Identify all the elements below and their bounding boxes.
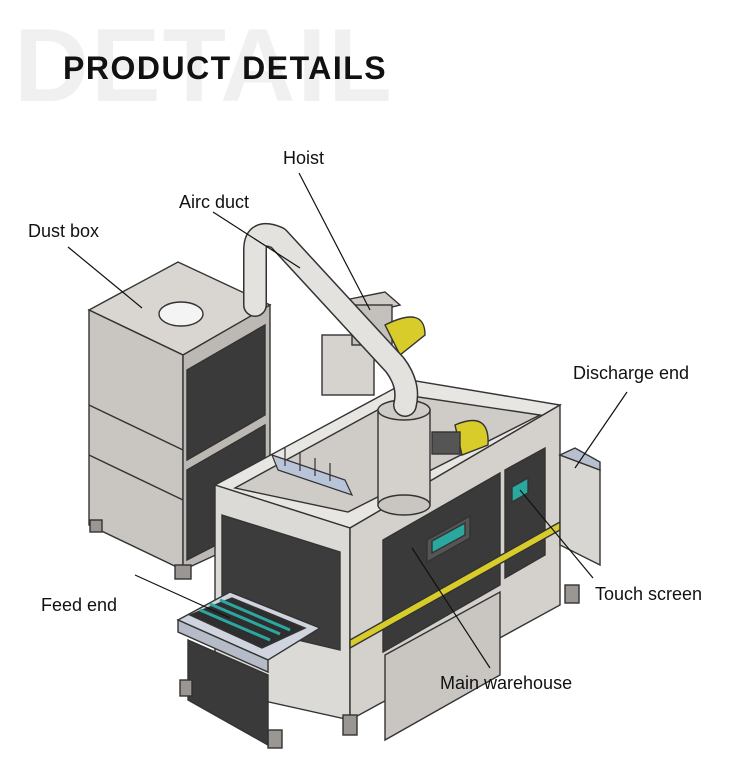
- label-hoist: Hoist: [283, 148, 325, 168]
- label-feed-end: Feed end: [41, 595, 118, 615]
- leader-dust-box: [67, 246, 143, 309]
- leader-hoist: [298, 172, 371, 311]
- page-title: PRODUCT DETAILS: [63, 50, 388, 86]
- leader-feed-end: [134, 574, 231, 619]
- discharge-end: [558, 447, 601, 567]
- label-touch-screen: Touch screen: [595, 584, 703, 604]
- leader-lines: [67, 172, 628, 669]
- label-air-duct: Airc duct: [179, 192, 250, 212]
- leader-discharge-end: [574, 391, 628, 469]
- leader-main-warehouse: [411, 547, 491, 669]
- leader-touch-screen: [519, 489, 594, 579]
- watermark-text: DETAIL: [14, 8, 394, 124]
- feed-end: [176, 591, 322, 747]
- label-main-warehouse: Main warehouse: [440, 673, 573, 693]
- blower-manifold: [270, 448, 354, 497]
- air-duct: [243, 223, 419, 417]
- label-discharge-end: Discharge end: [573, 363, 690, 383]
- leader-air-duct: [212, 211, 301, 269]
- label-dust-box: Dust box: [28, 221, 100, 241]
